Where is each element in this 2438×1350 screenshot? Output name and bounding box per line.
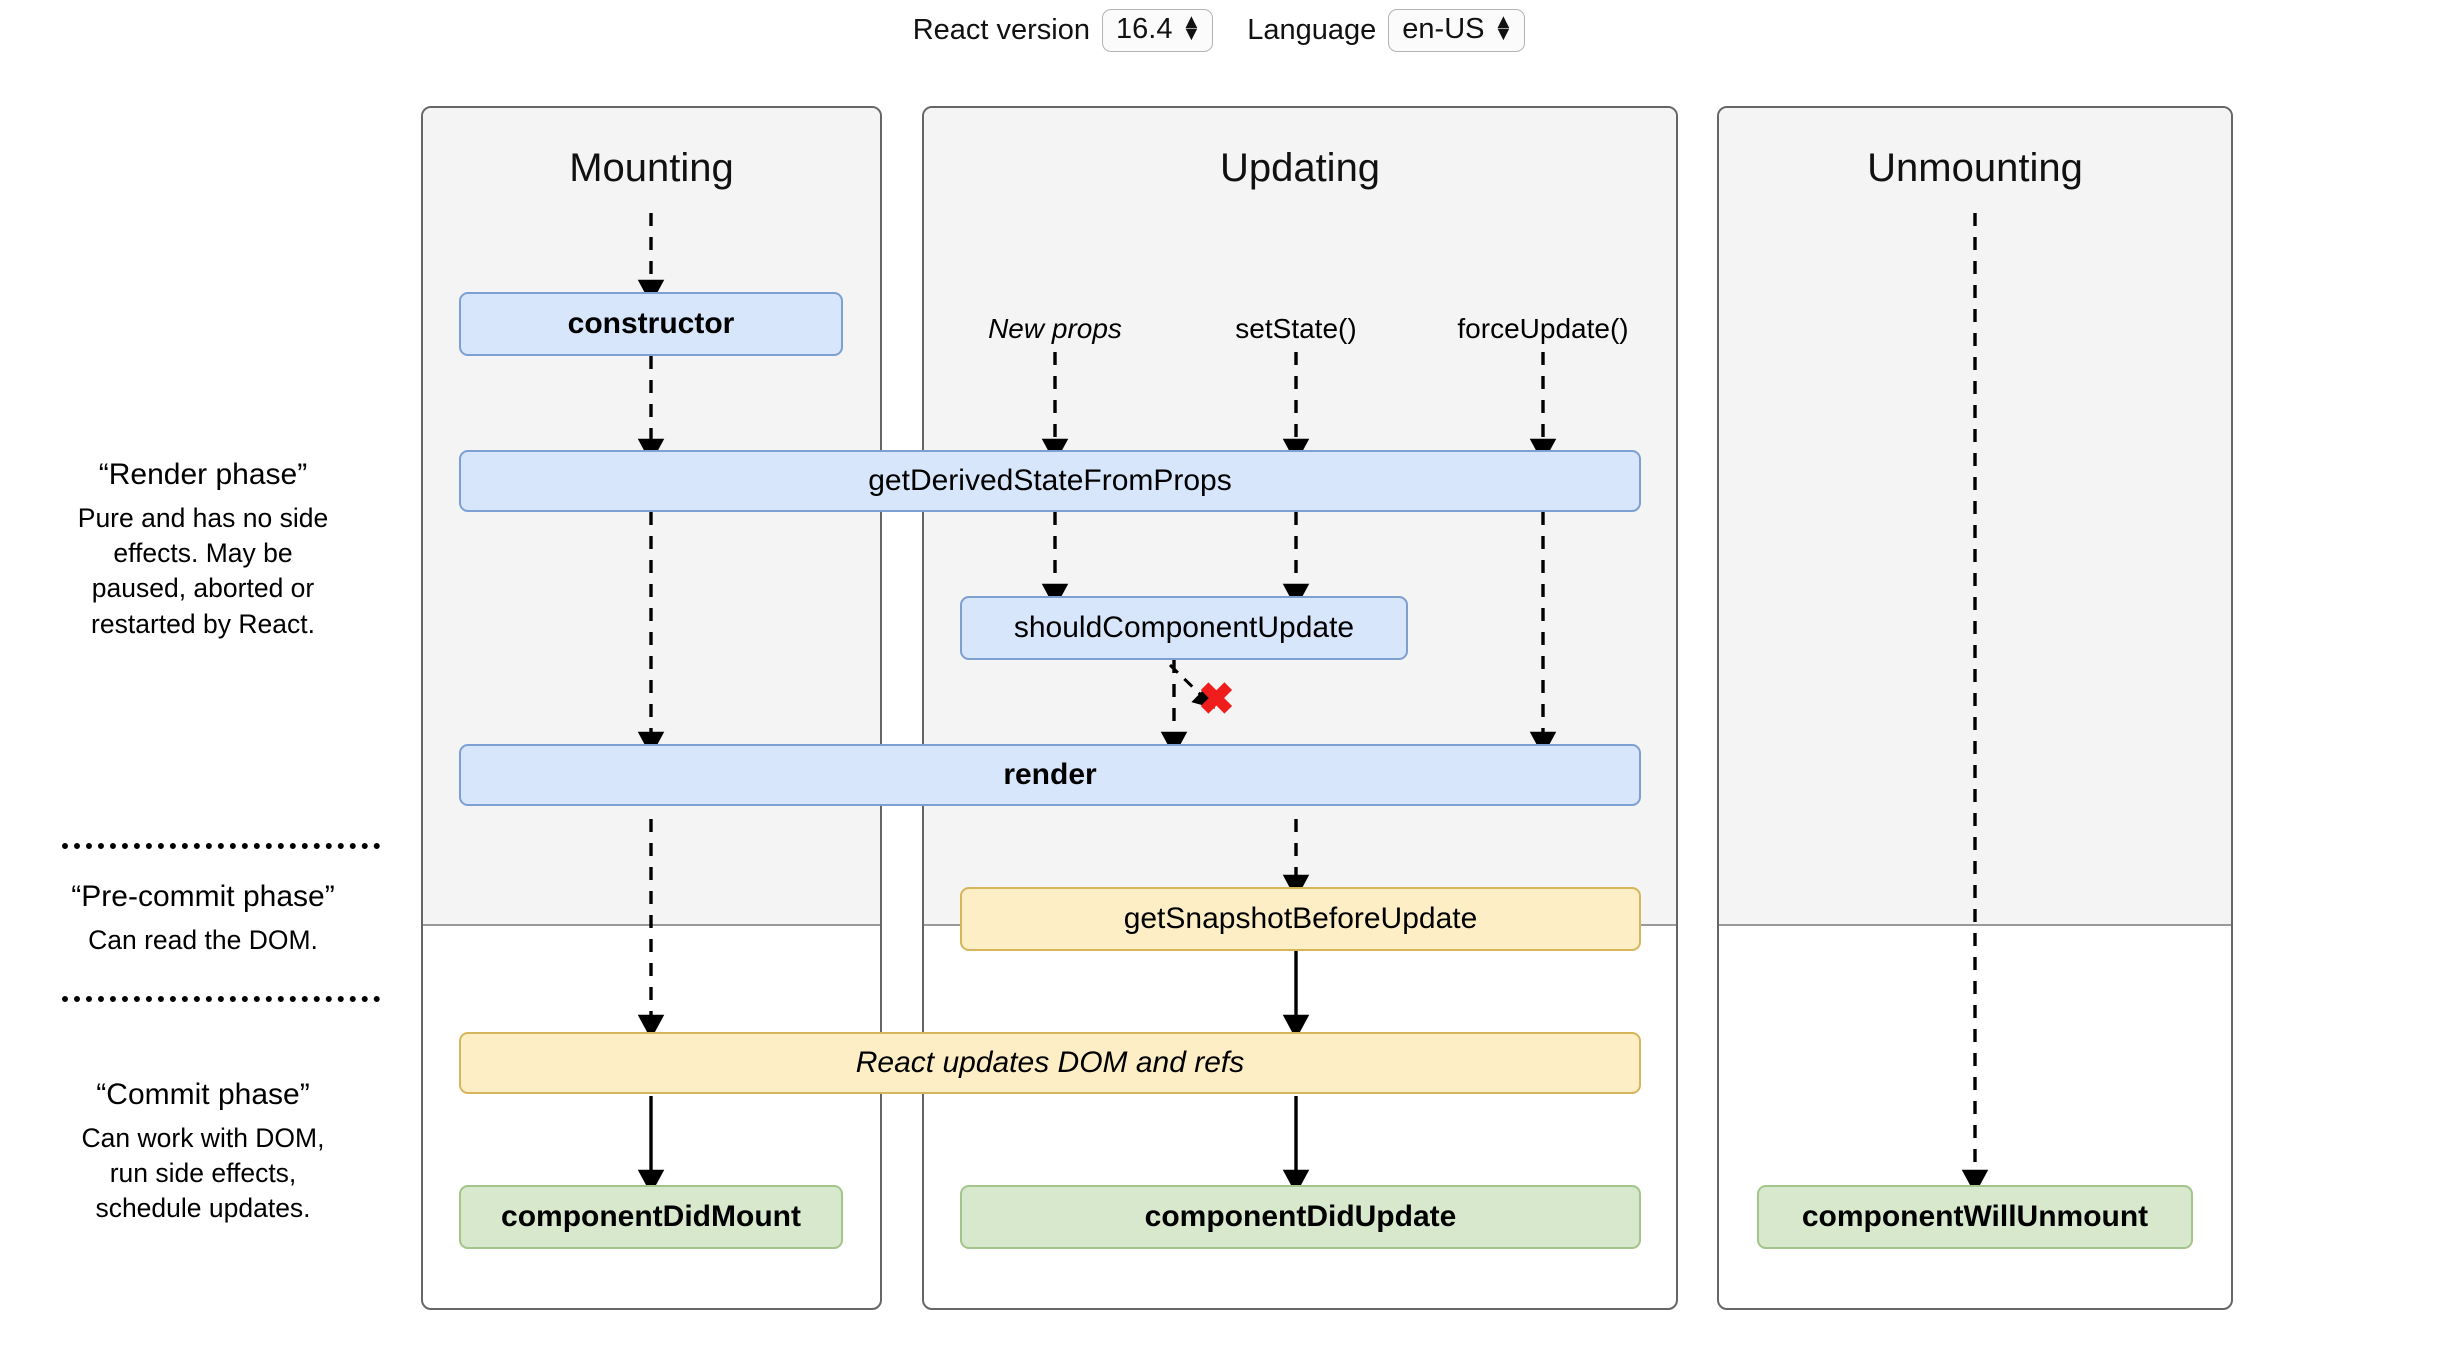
legend-commit-phase: “Commit phase” Can work with DOM, run si… bbox=[18, 1078, 388, 1227]
legend-pre-commit-phase: “Pre-commit phase” Can read the DOM. bbox=[18, 880, 388, 958]
legend-description: Pure and has no side effects. May be pau… bbox=[77, 503, 329, 639]
column-title-mounting: Mounting bbox=[569, 146, 734, 190]
language-value: en-US bbox=[1402, 12, 1485, 45]
trigger-label-new-props: New props bbox=[988, 313, 1122, 344]
react-version-value: 16.4 bbox=[1116, 12, 1173, 45]
legend-description: Can work with DOM, run side effects, sch… bbox=[81, 1123, 325, 1224]
language-group: Language en-US ▲ ▼ bbox=[1247, 8, 1526, 52]
chevron-updown-icon[interactable]: ▲ ▼ bbox=[1493, 11, 1514, 45]
phase-legend: “Render phase” Pure and has no side effe… bbox=[0, 0, 400, 1350]
react-version-select[interactable]: 16.4 ▲ ▼ bbox=[1102, 8, 1214, 52]
language-select[interactable]: en-US ▲ ▼ bbox=[1388, 8, 1526, 52]
language-label: Language bbox=[1247, 13, 1377, 46]
lifecycle-box-component-did-mount[interactable]: componentDidMount bbox=[459, 1185, 843, 1249]
lifecycle-box-react-updates-dom-and-refs[interactable]: React updates DOM and refs bbox=[459, 1032, 1641, 1094]
trigger-label-set-state: setState() bbox=[1235, 313, 1357, 344]
legend-divider-top bbox=[62, 843, 380, 849]
controls-bar: React version 16.4 ▲ ▼ Language en-US ▲ … bbox=[0, 0, 2438, 60]
box-label: componentDidMount bbox=[501, 1200, 801, 1233]
react-version-label: React version bbox=[912, 13, 1091, 46]
box-label: React updates DOM and refs bbox=[855, 1046, 1245, 1079]
lifecycle-box-component-did-update[interactable]: componentDidUpdate bbox=[960, 1185, 1641, 1249]
box-label: getDerivedStateFromProps bbox=[868, 464, 1232, 497]
lifecycle-box-component-will-unmount[interactable]: componentWillUnmount bbox=[1757, 1185, 2193, 1249]
legend-title: “Render phase” bbox=[98, 458, 308, 491]
legend-divider-bottom bbox=[62, 996, 380, 1002]
chevron-updown-icon[interactable]: ▲ ▼ bbox=[1181, 11, 1202, 45]
box-label: getSnapshotBeforeUpdate bbox=[1123, 902, 1478, 935]
trigger-label-force-update: forceUpdate() bbox=[1457, 313, 1629, 344]
box-label: componentWillUnmount bbox=[1801, 1200, 2149, 1233]
lifecycle-box-render[interactable]: render bbox=[459, 744, 1641, 806]
box-label: constructor bbox=[567, 307, 735, 340]
box-label: render bbox=[1003, 758, 1097, 791]
legend-render-phase: “Render phase” Pure and has no side effe… bbox=[18, 458, 388, 642]
column-title-unmounting: Unmounting bbox=[1867, 146, 2083, 190]
lifecycle-box-should-component-update[interactable]: shouldComponentUpdate bbox=[960, 596, 1408, 660]
abort-x-icon: ✖ bbox=[1198, 675, 1235, 724]
lifecycle-box-get-snapshot-before-update[interactable]: getSnapshotBeforeUpdate bbox=[960, 887, 1641, 951]
column-title-updating: Updating bbox=[1219, 146, 1381, 190]
lifecycle-box-constructor[interactable]: constructor bbox=[459, 292, 843, 356]
legend-title: “Pre-commit phase” bbox=[71, 880, 335, 913]
lifecycle-box-get-derived-state-from-props[interactable]: getDerivedStateFromProps bbox=[459, 450, 1641, 512]
box-label: shouldComponentUpdate bbox=[1013, 611, 1355, 644]
box-label: componentDidUpdate bbox=[1144, 1200, 1457, 1233]
legend-description: Can read the DOM. bbox=[88, 925, 318, 955]
legend-title: “Commit phase” bbox=[96, 1078, 310, 1111]
react-version-group: React version 16.4 ▲ ▼ bbox=[912, 8, 1214, 52]
